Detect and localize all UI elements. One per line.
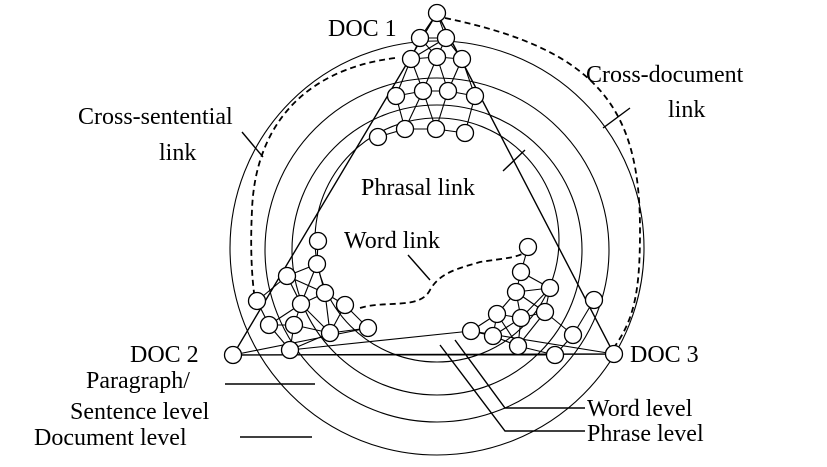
leader-lines xyxy=(225,107,631,438)
word-nodes xyxy=(223,3,624,365)
doc3-node xyxy=(461,321,481,341)
phrasal-link-pointer xyxy=(502,149,526,172)
doc3-node xyxy=(511,262,531,282)
doc1-node xyxy=(455,123,475,143)
document-level-label: Document level xyxy=(34,425,187,451)
doc2-node xyxy=(277,266,297,286)
paragraph-level-ring xyxy=(264,77,610,423)
doc1-node xyxy=(386,86,406,106)
cross-sentential-pointer xyxy=(241,131,264,158)
word-link xyxy=(359,249,529,309)
doc2-node xyxy=(335,295,355,315)
doc1-node xyxy=(465,86,485,106)
doc3-node xyxy=(584,290,604,310)
phrase-level-label: Phrase level xyxy=(587,421,704,447)
doc2-node xyxy=(315,283,335,303)
phrasal-link-label: Phrasal link xyxy=(361,175,475,201)
doc2-node xyxy=(320,323,340,343)
doc3-node xyxy=(545,345,565,365)
cross-sentential-link xyxy=(250,57,396,301)
doc2-node xyxy=(307,254,327,274)
doc3-node xyxy=(540,278,560,298)
cross-document-link xyxy=(444,17,641,351)
paragraph-level-label: Paragraph/ xyxy=(86,368,190,394)
doc2-node xyxy=(280,340,300,360)
doc3-node xyxy=(563,325,583,345)
doc1-label: DOC 1 xyxy=(328,16,397,42)
document-level-ring xyxy=(229,40,645,456)
node-edge xyxy=(232,327,369,356)
doc3-node xyxy=(518,237,538,257)
doc1-node xyxy=(436,28,456,48)
doc2-node xyxy=(358,318,378,338)
phrase-level-leader xyxy=(439,344,585,432)
doc1-node xyxy=(401,49,421,69)
doc2-node xyxy=(247,291,267,311)
doc1-node xyxy=(438,81,458,101)
doc1-node xyxy=(427,47,447,67)
doc2-node xyxy=(308,231,328,251)
word-level-label: Word level xyxy=(587,396,693,422)
doc3-node xyxy=(483,326,503,346)
word-level-leader xyxy=(454,339,585,409)
doc1-node xyxy=(413,81,433,101)
doc2-node xyxy=(259,315,279,335)
doc3-node xyxy=(511,308,531,328)
labels: DOC 1 DOC 2 DOC 3 Cross-document link Cr… xyxy=(34,16,744,451)
doc1-node xyxy=(395,119,415,139)
doc1-node xyxy=(427,3,447,23)
phrase-level-ring xyxy=(291,104,583,396)
doc1-node xyxy=(410,28,430,48)
node-edge xyxy=(289,330,472,351)
cross-sentential-label-2: link xyxy=(159,140,196,166)
word-link-pointer xyxy=(407,254,431,281)
doc1-node xyxy=(426,119,446,139)
doc3-node xyxy=(604,344,624,364)
doc2-node xyxy=(291,294,311,314)
cross-sentential-label: Cross-sentential xyxy=(78,104,233,130)
doc3-node xyxy=(535,302,555,322)
doc2-node xyxy=(223,345,243,365)
doc3-node xyxy=(506,282,526,302)
doc3-node xyxy=(487,304,507,324)
cross-document-label-2: link xyxy=(668,97,705,123)
doc1-node xyxy=(452,49,472,69)
word-link-label: Word link xyxy=(344,228,440,254)
cross-links xyxy=(250,17,641,351)
paragraph-level-label-2: Sentence level xyxy=(70,399,210,425)
cross-document-pointer xyxy=(602,107,631,129)
doc3-node xyxy=(508,336,528,356)
doc2-label: DOC 2 xyxy=(130,342,199,368)
doc1-node xyxy=(368,127,388,147)
doc2-node xyxy=(284,315,304,335)
doc3-label: DOC 3 xyxy=(630,342,699,368)
cross-document-label: Cross-document xyxy=(586,62,744,88)
